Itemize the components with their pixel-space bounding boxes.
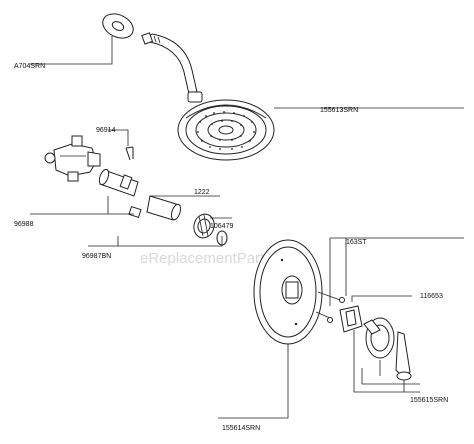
label-96914: 96914 [96,127,116,134]
shower-head [177,91,275,161]
label-155613srn: 155613SRN [320,107,358,114]
label-116653: 116653 [420,293,443,300]
handle-155615srn [363,317,412,381]
label-96987bn: 96987BN [82,253,111,260]
clip-96914 [125,146,134,161]
label-a704srn: A704SRN [14,63,45,70]
shower-arm-flange [102,13,134,39]
label-96988: 96988 [14,221,34,228]
leader-lines [30,36,464,419]
screws-163st [315,291,345,323]
label-163st: 163ST [346,239,367,246]
part-labels: A704SRN 155613SRN 96914 1222 96988 10647… [14,63,448,432]
escutcheon-plate [253,239,323,345]
valve-body [44,135,101,182]
cartridge [98,168,139,197]
label-1222: 1222 [194,189,210,196]
label-155614srn: 155614SRN [222,425,260,432]
label-106479: 106479 [210,223,233,230]
handle-adapter-116653 [339,305,363,333]
sleeve-1222 [128,195,182,221]
label-155615srn: 155615SRN [410,397,448,404]
shower-arm [141,32,198,95]
